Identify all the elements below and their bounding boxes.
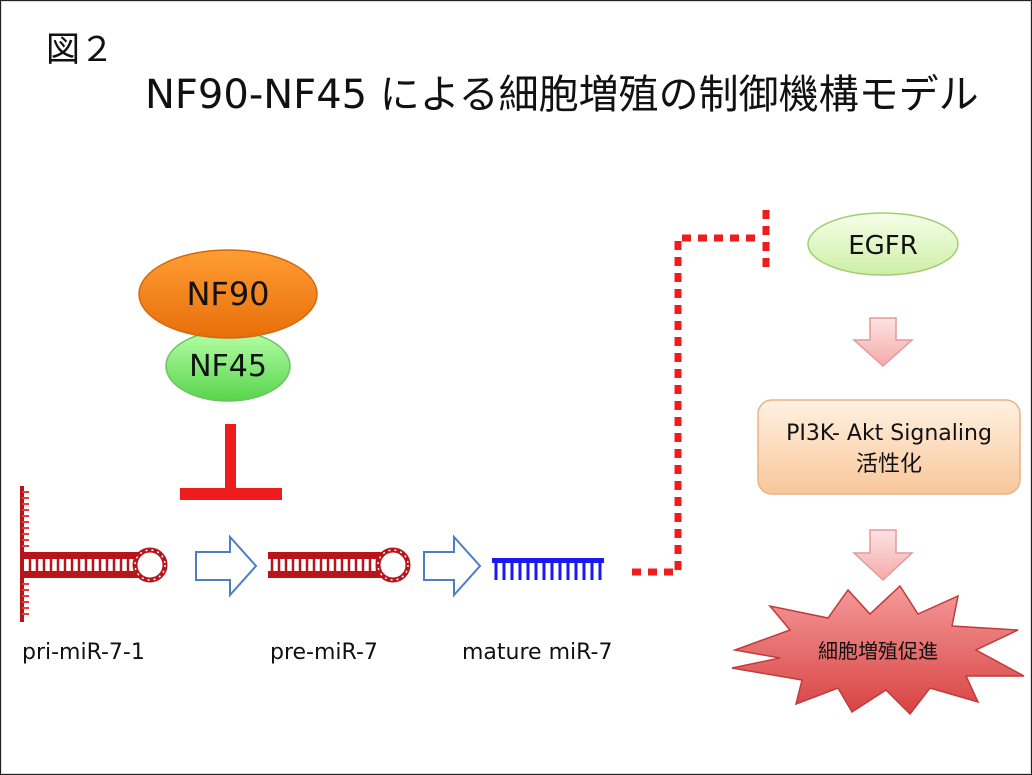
pri-mir-hairpin <box>20 486 168 622</box>
diagram-title: NF90-NF45 による細胞増殖の制御機構モデル <box>145 72 979 118</box>
nf90-label: NF90 <box>186 275 269 313</box>
pi3k-label-line2: 活性化 <box>856 452 922 477</box>
flow-arrow-1 <box>852 317 914 368</box>
proliferation-label: 細胞増殖促進 <box>818 639 938 663</box>
pre-mir-hairpin <box>268 547 411 583</box>
nf90-node: NF90 <box>138 249 318 339</box>
inhibition-bar <box>180 424 282 500</box>
caption-pri-mir: pri-miR-7-1 <box>22 640 145 665</box>
process-arrow-2 <box>423 534 482 598</box>
nf45-label: NF45 <box>189 349 267 384</box>
egfr-node: EGFR <box>807 212 959 276</box>
pi3k-akt-node: PI3K- Akt Signaling 活性化 <box>757 399 1021 495</box>
caption-pre-mir: pre-miR-7 <box>270 640 378 665</box>
pi3k-label-line1: PI3K- Akt Signaling <box>786 421 992 446</box>
flow-arrow-2 <box>852 529 914 582</box>
process-arrow-1 <box>195 534 258 598</box>
egfr-label: EGFR <box>848 231 918 261</box>
nf45-node: NF45 <box>165 330 291 402</box>
mature-mir-strand <box>492 558 604 580</box>
figure-label: 図２ <box>46 30 114 70</box>
caption-mature-mir: mature miR-7 <box>462 640 613 665</box>
mir-egfr-inhibition-path <box>632 210 770 576</box>
proliferation-burst: 細胞増殖促進 <box>731 584 1025 716</box>
